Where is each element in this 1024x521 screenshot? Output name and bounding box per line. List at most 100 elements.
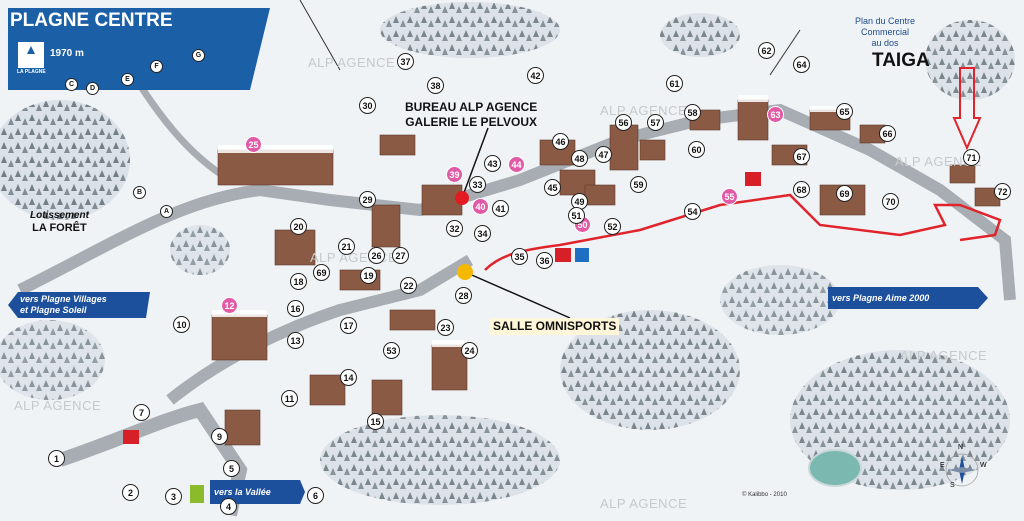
map-marker-pink[interactable]: 63 — [767, 106, 784, 123]
map-marker[interactable]: 37 — [397, 53, 414, 70]
map-marker[interactable]: 14 — [340, 369, 357, 386]
map-marker[interactable]: 41 — [492, 200, 509, 217]
map-marker[interactable]: 72 — [994, 183, 1011, 200]
map-marker[interactable]: 57 — [647, 114, 664, 131]
map-marker-pink[interactable]: 12 — [221, 297, 238, 314]
map-marker[interactable]: 58 — [684, 104, 701, 121]
map-marker[interactable]: 15 — [367, 413, 384, 430]
map-marker[interactable]: 70 — [882, 193, 899, 210]
map-marker[interactable]: 20 — [290, 218, 307, 235]
map-marker[interactable]: 42 — [527, 67, 544, 84]
forest-patch — [560, 310, 740, 430]
forest-patch — [0, 100, 130, 220]
watermark: ALP AGENCE — [600, 496, 688, 511]
map-marker[interactable]: 66 — [879, 125, 896, 142]
map-marker[interactable]: 21 — [338, 238, 355, 255]
letter-marker[interactable]: A — [160, 205, 173, 218]
plan-note: Plan du Centre Commercial au dos — [830, 16, 940, 49]
map-marker[interactable]: 51 — [568, 207, 585, 224]
forest-patch — [925, 20, 1015, 100]
map-marker[interactable]: 43 — [484, 155, 501, 172]
map-marker[interactable]: 59 — [630, 176, 647, 193]
map-marker[interactable]: 62 — [758, 42, 775, 59]
valley-road — [57, 402, 248, 517]
map-marker[interactable]: 23 — [437, 319, 454, 336]
map-marker[interactable]: 47 — [595, 146, 612, 163]
ski-lift-line — [769, 29, 801, 76]
bureau-leader-line — [461, 127, 489, 199]
map-title: PLAGNE CENTRE — [10, 10, 173, 31]
map-marker[interactable]: 5 — [223, 460, 240, 477]
map-marker[interactable]: 13 — [287, 332, 304, 349]
map-marker[interactable]: 35 — [511, 248, 528, 265]
map-marker[interactable]: 71 — [963, 149, 980, 166]
map-marker[interactable]: 17 — [340, 317, 357, 334]
map-marker[interactable]: 54 — [684, 203, 701, 220]
map-marker[interactable]: 16 — [287, 300, 304, 317]
map-marker[interactable]: 64 — [793, 56, 810, 73]
map-marker[interactable]: 24 — [461, 342, 478, 359]
map-marker[interactable]: 52 — [604, 218, 621, 235]
taiga-label: TAIGA — [872, 50, 930, 71]
forest-patch — [320, 415, 560, 505]
map-marker[interactable]: 4 — [220, 498, 237, 515]
map-marker[interactable]: 30 — [359, 97, 376, 114]
map-marker[interactable]: 60 — [688, 141, 705, 158]
map-marker[interactable]: 19 — [360, 267, 377, 284]
map-marker[interactable]: 65 — [836, 103, 853, 120]
map-marker[interactable]: 36 — [536, 252, 553, 269]
arrow-bg-vallee — [210, 480, 305, 504]
map-marker[interactable]: 26 — [368, 247, 385, 264]
map-marker-pink[interactable]: 25 — [245, 136, 262, 153]
map-marker[interactable]: 1 — [48, 450, 65, 467]
map-marker[interactable]: 34 — [474, 225, 491, 242]
map-marker[interactable]: 7 — [133, 404, 150, 421]
map-marker[interactable]: 68 — [793, 181, 810, 198]
map-marker[interactable]: 22 — [400, 277, 417, 294]
map-marker[interactable]: 10 — [173, 316, 190, 333]
map-marker[interactable]: 3 — [165, 488, 182, 505]
map-marker[interactable]: 69 — [836, 185, 853, 202]
letter-marker[interactable]: B — [133, 186, 146, 199]
map-marker[interactable]: 18 — [290, 273, 307, 290]
map-marker[interactable]: 33 — [469, 176, 486, 193]
map-marker[interactable]: 45 — [544, 179, 561, 196]
bureau-callout: BUREAU ALP AGENCE GALERIE LE PELVOUX — [405, 100, 537, 130]
bureau-line: GALERIE LE PELVOUX — [405, 115, 538, 129]
map-marker[interactable]: 49 — [571, 193, 588, 210]
map-marker[interactable]: 27 — [392, 247, 409, 264]
map-marker[interactable]: 56 — [615, 114, 632, 131]
map-marker[interactable]: 28 — [455, 287, 472, 304]
map-marker[interactable]: 61 — [666, 75, 683, 92]
compass-s: S — [950, 482, 955, 489]
letter-marker[interactable]: F — [150, 60, 163, 73]
map-marker-pink[interactable]: 44 — [508, 156, 525, 173]
compass-w: W — [980, 462, 987, 469]
map-marker[interactable]: 46 — [552, 133, 569, 150]
map-marker[interactable]: 32 — [446, 220, 463, 237]
map-marker[interactable]: 67 — [793, 148, 810, 165]
watermark: ALP AGENCE — [895, 154, 983, 169]
map-marker[interactable]: 53 — [383, 342, 400, 359]
forest-patch — [660, 13, 740, 57]
map-marker-pink[interactable]: 55 — [721, 188, 738, 205]
letter-marker[interactable]: E — [121, 73, 134, 86]
letter-marker[interactable]: C — [65, 78, 78, 91]
forest-patch — [720, 265, 840, 335]
hiker-sign — [190, 485, 204, 503]
map-marker[interactable]: 48 — [571, 150, 588, 167]
letter-marker[interactable]: G — [192, 49, 205, 62]
map-marker[interactable]: 2 — [122, 484, 139, 501]
letter-marker[interactable]: D — [86, 82, 99, 95]
map-marker[interactable]: 9 — [211, 428, 228, 445]
map-marker[interactable]: 6 — [307, 487, 324, 504]
arrow-bg-villages — [8, 292, 150, 318]
map-marker[interactable]: 69 — [313, 264, 330, 281]
map-marker-pink[interactable]: 39 — [446, 166, 463, 183]
frozen-lake — [808, 449, 862, 487]
map-marker[interactable]: 38 — [427, 77, 444, 94]
map-marker-pink[interactable]: 40 — [472, 198, 489, 215]
map-marker[interactable]: 29 — [359, 191, 376, 208]
watermark: ALP AGENCE — [600, 103, 688, 118]
map-marker[interactable]: 11 — [281, 390, 298, 407]
